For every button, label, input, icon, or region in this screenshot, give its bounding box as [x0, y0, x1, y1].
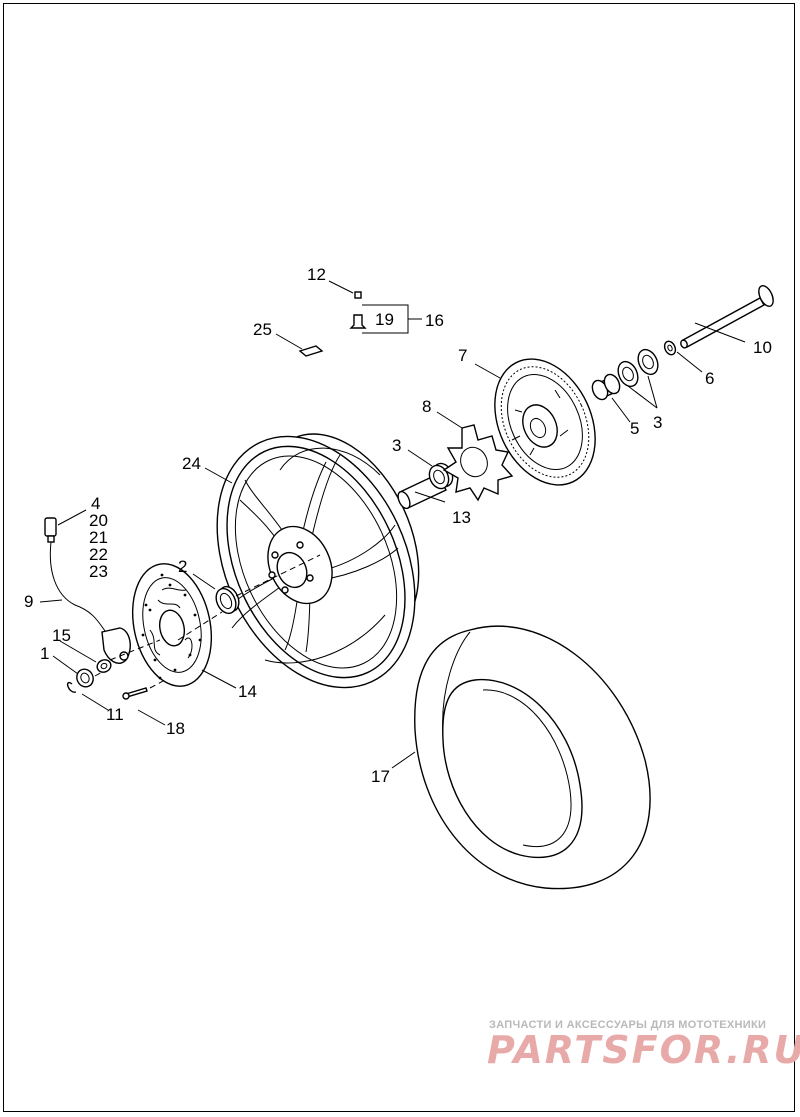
- tire-part: [414, 625, 651, 890]
- brake-rotor-part: [131, 563, 213, 687]
- callout-2: 2: [178, 557, 187, 576]
- callout-18: 18: [166, 719, 185, 738]
- callout-21: 21: [89, 528, 108, 547]
- callout-25: 25: [253, 320, 272, 339]
- watermark-logo: PARTSFOR.RU: [487, 1028, 800, 1072]
- callout-11: 11: [106, 705, 124, 724]
- wheel-part: [216, 433, 420, 689]
- axle-washer-part: [663, 340, 677, 356]
- bearing-middle-part: [428, 462, 454, 490]
- spacer-part: [591, 373, 621, 401]
- callout-17: 17: [371, 767, 390, 786]
- callout-3-middle: 3: [392, 436, 401, 455]
- callout-23: 23: [89, 562, 108, 581]
- callout-12: 12: [307, 265, 326, 284]
- callout-1: 1: [40, 644, 49, 663]
- callout-6: 6: [705, 369, 714, 388]
- callout-8: 8: [422, 397, 431, 416]
- callout-16: 16: [425, 311, 444, 330]
- callout-9: 9: [24, 592, 33, 611]
- bearing-right-pair-part: [617, 348, 659, 388]
- damper-part: [442, 424, 514, 502]
- callout-5: 5: [630, 419, 639, 438]
- pulley-part: [494, 358, 596, 486]
- callout-24: 24: [182, 454, 201, 473]
- callout-13: 13: [452, 508, 471, 527]
- callout-3-right: 3: [653, 413, 662, 432]
- callout-14: 14: [238, 682, 257, 701]
- callout-15: 15: [52, 626, 71, 645]
- bearing-left-part: [215, 585, 240, 615]
- watermark-tagline: ЗАПЧАСТИ И АКСЕССУАРЫ ДЛЯ МОТОТЕХНИКИ: [489, 1019, 767, 1031]
- page-border: [3, 3, 795, 1112]
- callout-20: 20: [89, 511, 108, 530]
- callout-10: 10: [753, 338, 772, 357]
- callout-19: 19: [375, 310, 394, 329]
- callout-22: 22: [89, 545, 108, 564]
- callout-4: 4: [91, 494, 100, 513]
- callout-7: 7: [458, 346, 467, 365]
- small-hardware-parts: [66, 659, 148, 700]
- valve-stem-parts: [298, 291, 367, 357]
- axle-part: [680, 285, 774, 349]
